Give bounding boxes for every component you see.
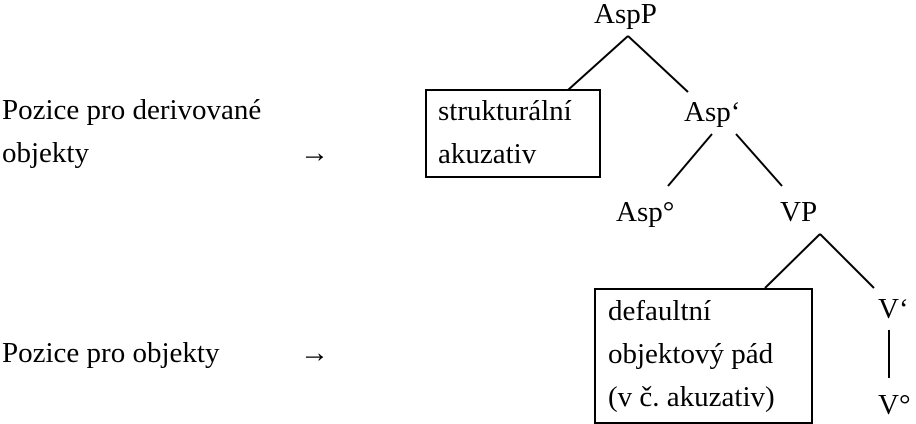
label-objects: Pozice pro objekty — [2, 337, 220, 369]
box-structural-accusative-line1: strukturální — [438, 95, 572, 127]
box-default-object-case: defaultní objektový pád (v č. akuzativ) — [594, 288, 813, 424]
edge-asp-bar-to-vp — [735, 133, 783, 187]
node-vp: VP — [780, 196, 818, 228]
edge-vp-to-default-box — [764, 233, 821, 289]
arrow-derived-objects: → — [300, 137, 329, 169]
box-default-object-case-line1: defaultní — [608, 295, 712, 327]
label-derived-objects-line2: objekty — [2, 137, 89, 169]
box-default-object-case-line2: objektový pád — [608, 338, 774, 370]
box-structural-accusative-line2: akuzativ — [438, 138, 537, 170]
node-v-bar: V‘ — [878, 293, 909, 325]
node-v-head: V° — [878, 389, 911, 421]
node-asp-p: AspP — [594, 0, 657, 30]
edge-vp-to-v-bar — [819, 233, 875, 289]
label-derived-objects-line1: Pozice pro derivované — [2, 94, 262, 126]
node-asp-bar: Asp‘ — [684, 96, 741, 128]
arrow-objects: → — [300, 337, 329, 369]
node-asp-head: Asp° — [616, 196, 675, 228]
box-default-object-case-line3: (v č. akuzativ) — [608, 381, 775, 413]
box-structural-accusative: strukturální akuzativ — [425, 89, 601, 178]
edge-aspp-to-asp-bar — [627, 35, 689, 93]
edge-aspp-to-struct-box — [567, 35, 629, 91]
edge-asp-bar-to-asp-head — [667, 133, 713, 187]
